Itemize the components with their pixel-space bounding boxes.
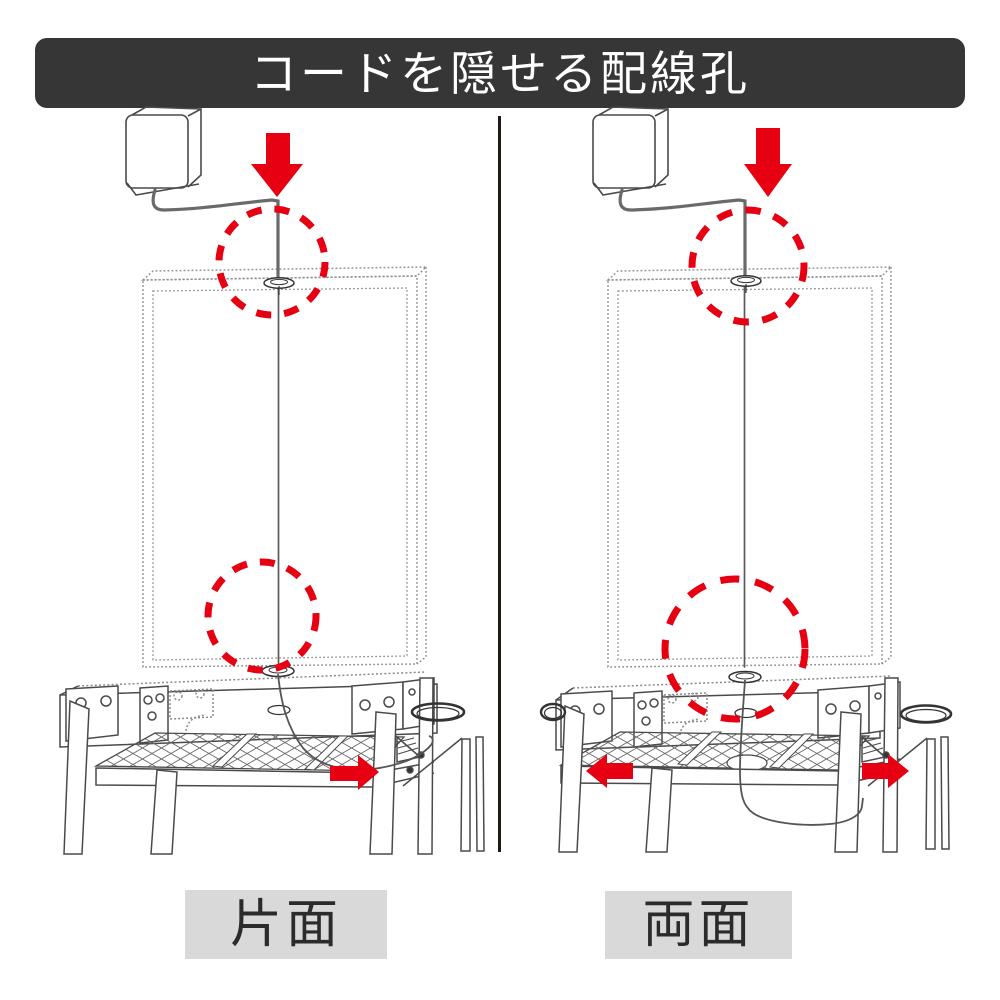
desktop-grommet [267,704,291,716]
back-panel [141,266,428,668]
highlight-circle-bottom [204,558,320,674]
red-annotations [586,128,909,788]
caption-single-sided-label: 片面 [229,895,342,954]
top-grommet [263,277,295,295]
caption-single-sided: 片面 [185,890,387,959]
ring-hook-left [539,702,567,722]
figure-single-sided [59,106,485,855]
right-arrow-icon [862,754,909,788]
ring-hook-right [410,702,466,722]
right-arrow-icon [330,755,379,790]
side-frame-brace [396,735,463,787]
center-divider-line [498,116,501,852]
back-panel [606,266,893,668]
title-banner: コードを隠せる配線孔 [35,38,965,108]
ring-hook-right [899,704,953,724]
highlight-circle-top [215,205,329,319]
cord-under-desk [739,679,864,826]
hidden-bracket-dotted [663,692,708,736]
desk [555,675,950,853]
ac-adapter [592,106,669,196]
ac-adapter [125,106,202,196]
down-arrow-icon [744,128,792,197]
top-grommet [730,275,762,293]
power-cord [151,188,280,668]
mesh-shelf [93,732,406,772]
down-arrow-icon [251,133,303,197]
red-annotations [204,133,379,790]
page-title: コードを隠せる配線孔 [250,46,750,100]
highlight-circle-top [688,206,808,326]
caption-double-sided-label: 両面 [642,896,755,954]
caption-double-sided: 両面 [605,891,792,959]
figure-double-sided [539,106,953,853]
hidden-bracket-dotted [169,688,214,732]
highlight-circle-bottom [661,575,809,723]
desk-legs [63,677,485,855]
power-cord [618,188,747,668]
left-arrow-icon [586,754,633,788]
desk [59,671,485,855]
bottom-grommet [728,670,762,684]
desk-legs [558,677,950,853]
wiring-hole-grommets [728,275,762,719]
